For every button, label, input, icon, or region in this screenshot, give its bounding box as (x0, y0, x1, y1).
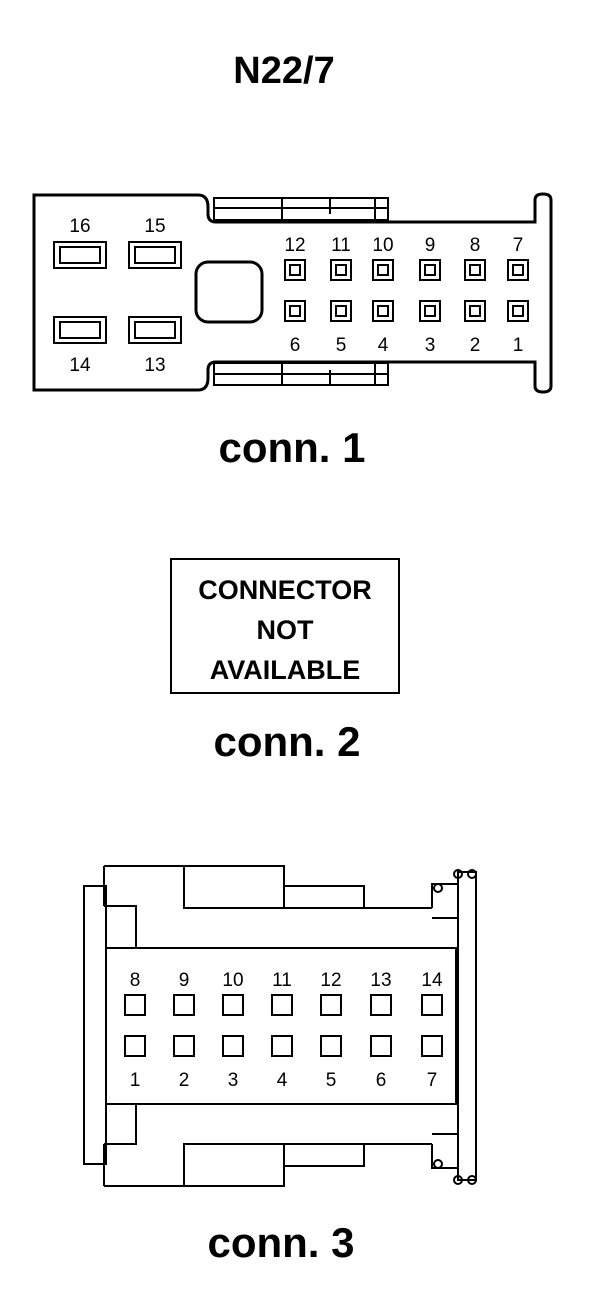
pin-terminal (271, 1035, 293, 1057)
small-pin-contact (377, 264, 389, 276)
pin-number-label: 2 (470, 335, 481, 356)
pin-terminal (370, 1035, 392, 1057)
small-pin-terminal (372, 259, 394, 281)
small-pin-contact (289, 264, 301, 276)
pin-terminal (421, 994, 443, 1016)
large-pin-terminal (53, 241, 107, 269)
small-pin-contact (469, 305, 481, 317)
pin-terminal (222, 1035, 244, 1057)
pin-number-label: 7 (513, 235, 524, 256)
pin-number-label: 1 (130, 1070, 141, 1091)
pin-number-label: 1 (513, 335, 524, 356)
pin-number-label: 8 (470, 235, 481, 256)
large-pin-inner (59, 321, 101, 339)
pin-number-label: 10 (222, 970, 243, 991)
pin-number-label: 2 (179, 1070, 190, 1091)
small-pin-terminal (507, 259, 529, 281)
large-pin-terminal (128, 241, 182, 269)
pin-number-label: 9 (179, 970, 190, 991)
small-pin-terminal (464, 300, 486, 322)
connector-3-pin-face (105, 947, 457, 1105)
pin-terminal (124, 1035, 146, 1057)
small-pin-contact (424, 264, 436, 276)
pin-number-label: 10 (372, 235, 393, 256)
small-pin-terminal (419, 300, 441, 322)
pin-number-label: 13 (144, 355, 165, 376)
small-pin-terminal (372, 300, 394, 322)
pin-number-label: 12 (284, 235, 305, 256)
connector-2-notice-box (170, 558, 400, 694)
small-pin-contact (335, 264, 347, 276)
large-pin-terminal (53, 316, 107, 344)
large-pin-inner (134, 246, 176, 264)
small-pin-terminal (330, 259, 352, 281)
notice-line-3: AVAILABLE (210, 655, 361, 685)
pin-number-label: 13 (370, 970, 391, 991)
small-pin-terminal (464, 259, 486, 281)
pin-terminal (124, 994, 146, 1016)
connector-1-latch-bottom (213, 362, 389, 386)
pin-number-label: 14 (69, 355, 91, 376)
connector-2: CONNECTOR NOT AVAILABLE (170, 558, 400, 694)
pin-number-label: 3 (228, 1070, 239, 1091)
pin-number-label: 14 (421, 970, 443, 991)
pin-number-label: 11 (272, 970, 292, 991)
connector-3-caption: conn. 3 (207, 1219, 354, 1266)
diagram-title: N22/7 (233, 50, 334, 92)
pin-number-label: 6 (376, 1070, 387, 1091)
small-pin-terminal (507, 300, 529, 322)
connector-2-caption: conn. 2 (213, 718, 360, 765)
pin-number-label: 12 (320, 970, 341, 991)
connector-1-latch-top (213, 197, 389, 221)
small-pin-contact (469, 264, 481, 276)
pin-number-label: 8 (130, 970, 141, 991)
large-pin-terminal (128, 316, 182, 344)
notice-line-2: NOT (257, 615, 315, 645)
pin-number-label: 11 (331, 235, 351, 256)
pin-terminal (173, 1035, 195, 1057)
pin-number-label: 7 (427, 1070, 438, 1091)
notice-line-1: CONNECTOR (198, 575, 372, 605)
connector-1-caption: conn. 1 (218, 424, 365, 471)
pin-number-label: 15 (144, 216, 165, 237)
small-pin-contact (289, 305, 301, 317)
small-pin-terminal (284, 259, 306, 281)
small-pin-terminal (419, 259, 441, 281)
pin-number-label: 3 (425, 335, 436, 356)
small-pin-terminal (284, 300, 306, 322)
pin-number-label: 5 (336, 335, 347, 356)
large-pin-inner (59, 246, 101, 264)
connector-1-coding-key (194, 260, 264, 324)
small-pin-contact (512, 305, 524, 317)
pin-terminal (271, 994, 293, 1016)
connector-1: 16 15 14 13 12 11 10 9 8 7 6 5 4 3 2 1 (32, 192, 553, 394)
connector-1-housing (32, 192, 553, 394)
large-pin-inner (134, 321, 176, 339)
small-pin-contact (377, 305, 389, 317)
small-pin-contact (424, 305, 436, 317)
connector-3-housing (83, 865, 477, 1187)
pin-terminal (222, 994, 244, 1016)
pin-number-label: 4 (277, 1070, 288, 1091)
pin-number-label: 16 (69, 216, 90, 237)
pin-number-label: 6 (290, 335, 301, 356)
pin-number-label: 5 (326, 1070, 337, 1091)
pin-terminal (320, 1035, 342, 1057)
pin-terminal (173, 994, 195, 1016)
pin-terminal (370, 994, 392, 1016)
pin-number-label: 4 (378, 335, 389, 356)
pin-terminal (320, 994, 342, 1016)
pin-number-label: 9 (425, 235, 436, 256)
small-pin-contact (335, 305, 347, 317)
small-pin-contact (512, 264, 524, 276)
small-pin-terminal (330, 300, 352, 322)
pin-terminal (421, 1035, 443, 1057)
